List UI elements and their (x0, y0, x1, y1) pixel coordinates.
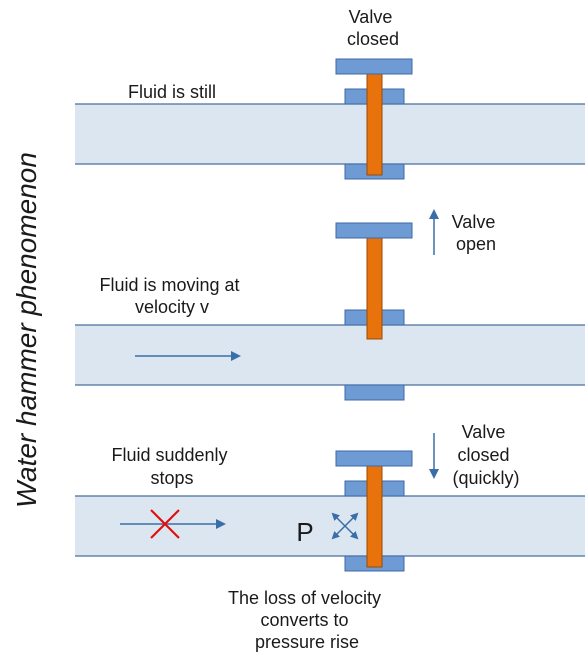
panel-valve-closed: Valve closed Fluid is still (75, 7, 585, 180)
pressure-arrows-icon (331, 512, 359, 540)
cross-icon (150, 509, 180, 539)
fluid-label: Fluid is still (128, 82, 216, 102)
side-title: Water hammer phenomenon (11, 152, 42, 508)
pipe (75, 325, 585, 385)
valve-handle (335, 58, 413, 75)
pipe (75, 496, 585, 556)
valve-label: Valve open (452, 212, 501, 254)
valve-stem (366, 237, 383, 340)
valve-handle (335, 222, 413, 239)
pressure-symbol: P (296, 517, 313, 547)
fluid-label: Fluid suddenly stops (111, 445, 232, 488)
valve-label: Valve closed (quickly) (452, 422, 519, 488)
panel-valve-open: Valve open Fluid is moving at velocity v (75, 209, 585, 401)
panel-valve-closed-quickly: Valve closed (quickly) Fluid suddenly st… (75, 422, 585, 652)
valve-handle (335, 450, 413, 467)
valve-flange-bottom (344, 384, 405, 401)
pipe (75, 104, 585, 164)
fluid-label: Fluid is moving at velocity v (99, 275, 244, 317)
valve-stem (366, 73, 383, 176)
valve-label: Valve closed (347, 7, 399, 49)
valve-stem (366, 465, 383, 568)
caption: The loss of velocity converts to pressur… (228, 588, 386, 652)
